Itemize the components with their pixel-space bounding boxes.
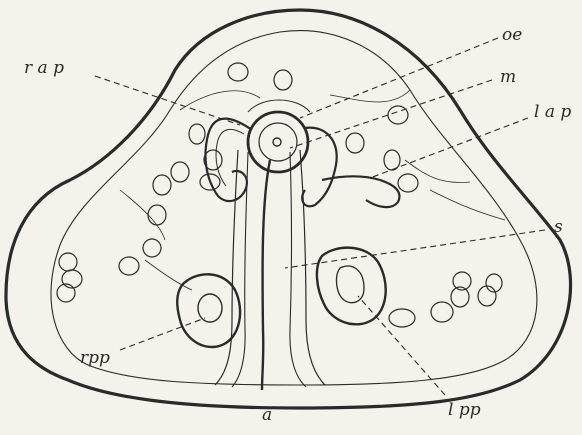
follicle-oval bbox=[148, 205, 166, 225]
follicle-oval bbox=[274, 70, 292, 90]
leader-line-s bbox=[285, 230, 545, 268]
label-oe: oe bbox=[502, 25, 522, 45]
follicle-oval bbox=[189, 124, 205, 144]
internal-septum-lines bbox=[120, 90, 505, 290]
follicle-oval bbox=[431, 302, 453, 322]
right-anterior-process bbox=[205, 119, 252, 201]
central-partition bbox=[215, 150, 238, 385]
right-posterior-process-inner bbox=[198, 294, 222, 322]
follicle-oval bbox=[478, 286, 496, 306]
follicle-oval bbox=[153, 175, 171, 195]
oesophagus-muscle-ring bbox=[259, 123, 297, 161]
oesophagus-outer bbox=[248, 112, 308, 172]
label-rap: r a p bbox=[24, 58, 64, 78]
label-a: a bbox=[262, 405, 272, 425]
leader-line-rpp bbox=[120, 318, 205, 350]
label-m: m bbox=[500, 67, 516, 87]
oesophagus-lumen bbox=[273, 138, 281, 146]
follicle-oval bbox=[59, 253, 77, 271]
label-lpp: l pp bbox=[448, 400, 481, 420]
follicle-oval bbox=[171, 162, 189, 182]
follicle-ovals bbox=[57, 63, 502, 327]
follicle-oval bbox=[389, 309, 415, 327]
label-rpp: rpp bbox=[80, 348, 110, 368]
leader-line-lpp bbox=[358, 296, 445, 395]
inner-wall-outline bbox=[51, 31, 537, 385]
follicle-oval bbox=[388, 106, 408, 124]
follicle-oval bbox=[119, 257, 139, 275]
follicle-oval bbox=[228, 63, 248, 81]
central-partition-right bbox=[300, 150, 325, 385]
follicle-oval bbox=[143, 239, 161, 257]
central-partition-spine bbox=[262, 160, 270, 390]
left-posterior-process-inner bbox=[337, 266, 364, 303]
leader-line-lap bbox=[370, 118, 528, 178]
follicle-oval bbox=[62, 270, 82, 288]
label-s: s bbox=[554, 217, 563, 237]
right-posterior-process bbox=[177, 274, 240, 347]
follicle-oval bbox=[398, 174, 418, 192]
left-posterior-process bbox=[317, 248, 386, 325]
right-anterior-process-inner bbox=[216, 129, 244, 186]
follicle-oval bbox=[346, 133, 364, 153]
follicle-oval bbox=[384, 150, 400, 170]
central-partition-inner-right bbox=[290, 152, 306, 387]
oesophagus-cap bbox=[248, 100, 310, 112]
label-lap: l a p bbox=[534, 102, 571, 122]
